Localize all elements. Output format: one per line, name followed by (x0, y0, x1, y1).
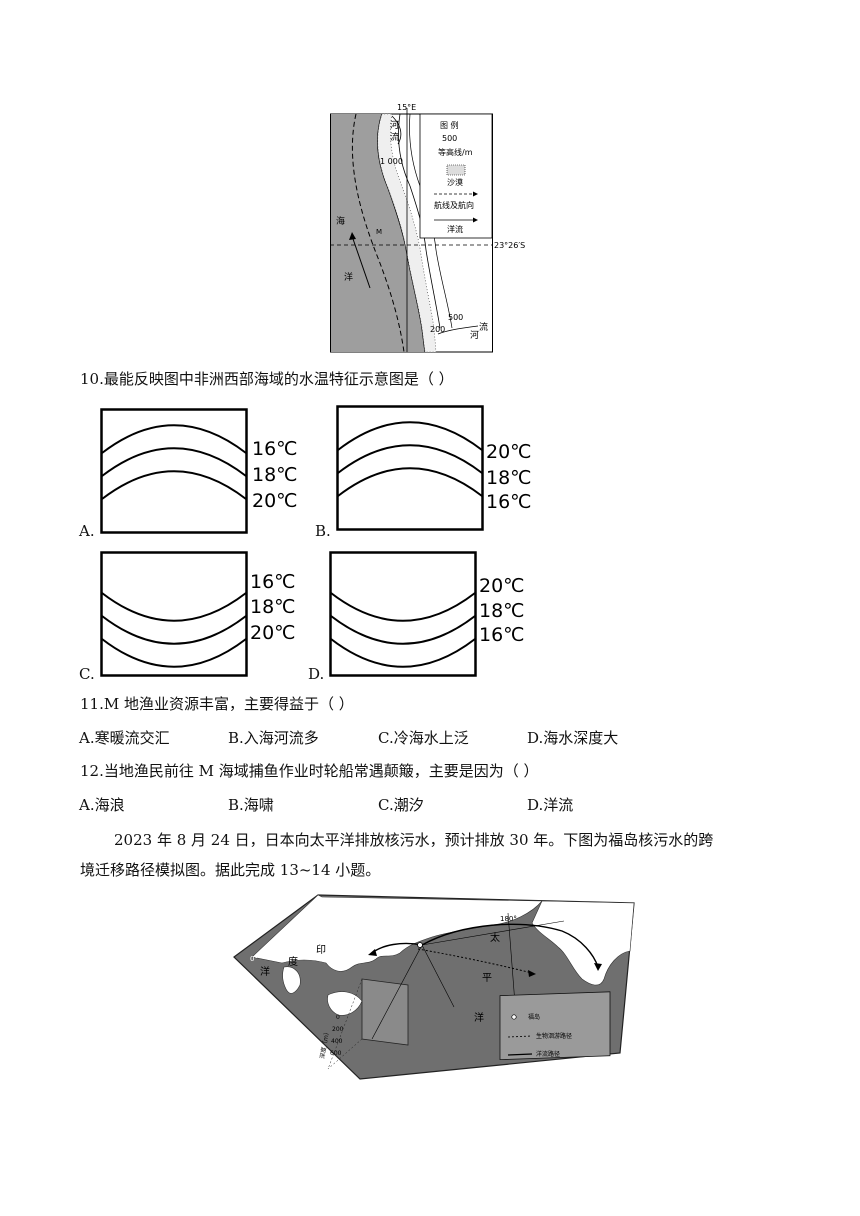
meridian-label: 15°E (397, 103, 416, 112)
legend-fukushima: 福岛 (528, 1013, 540, 1021)
q10-a-label-2: 18℃ (252, 464, 298, 486)
pacific-route-map: 0° 180° 印 度 洋 太 平 洋 深度（m） 0 200 400 600 … (233, 894, 635, 1080)
q11-option-c[interactable]: C.冷海水上泛 (378, 729, 469, 747)
legend-route-label: 航线及航向 (434, 200, 474, 210)
map2-legend (499, 991, 611, 1061)
contour-500: 500 (448, 313, 463, 322)
ocean-label-yang-left: 洋 (260, 965, 270, 978)
q10-a-label-1: 16℃ (252, 438, 298, 460)
q11-option-d[interactable]: D.海水深度大 (527, 729, 619, 747)
q10-d-label-3: 16℃ (479, 624, 525, 646)
legend-desert-label: 沙漠 (447, 177, 463, 187)
ocean-label-1: 海 (336, 215, 345, 227)
q10-option-c-letter[interactable]: C. (79, 665, 95, 683)
q11-option-b[interactable]: B.入海河流多 (228, 729, 319, 747)
legend-bio-route: 生物洄游路径 (536, 1032, 572, 1040)
q12-option-c[interactable]: C.潮汐 (378, 796, 424, 814)
legend-contour-value: 500 (442, 134, 457, 143)
contour-200: 200 (430, 325, 445, 334)
q10-b-label-2: 18℃ (486, 467, 532, 489)
ocean-label-tai: 太 (490, 931, 500, 944)
q10-b-label-1: 20℃ (486, 441, 532, 463)
q10-d-label-1: 20℃ (479, 575, 525, 597)
q10-d-label-2: 18℃ (479, 600, 525, 622)
point-m-label: M (376, 228, 382, 236)
q10-option-a-diagram[interactable]: 16℃ 18℃ 20℃ (100, 408, 310, 534)
question-11-text: 11.M 地渔业资源丰富，主要得益于（ ） (80, 695, 354, 713)
q10-option-c-diagram[interactable]: 16℃ 18℃ 20℃ (100, 551, 310, 677)
q11-option-a[interactable]: A.寒暖流交汇 (79, 729, 170, 747)
q12-option-a[interactable]: A.海浪 (79, 796, 125, 814)
passage-line-2: 境迁移路径模拟图。据此完成 13~14 小题。 (80, 861, 381, 879)
q12-option-b[interactable]: B.海啸 (228, 796, 274, 814)
river-bottom-1: 流 (479, 321, 488, 333)
river-bottom-2: 河 (470, 329, 479, 341)
ocean-label-ping: 平 (482, 973, 492, 984)
depth-tick-200: 200 (332, 1026, 344, 1033)
q10-a-label-3: 20℃ (252, 490, 298, 512)
passage-line-1: 2023 年 8 月 24 日，日本向太平洋排放核污水，预计排放 30 年。下图… (114, 831, 714, 849)
q10-c-label-3: 20℃ (250, 622, 296, 644)
q12-option-d[interactable]: D.洋流 (527, 796, 574, 814)
depth-block (361, 978, 409, 1046)
land-australia (327, 991, 363, 1016)
legend-title: 图 例 (440, 120, 459, 130)
tropic-label: 23°26′S (494, 241, 525, 250)
depth-tick-600: 600 (330, 1050, 342, 1057)
legend-current-label: 洋流 (447, 224, 463, 234)
ocean-label-yin: 印 (316, 944, 326, 956)
q10-c-label-2: 18℃ (250, 596, 296, 618)
ocean-label-yang-right: 洋 (474, 1011, 484, 1024)
ocean-label-du: 度 (288, 955, 298, 968)
contour-1000: 1 000 (380, 157, 403, 166)
deg180-label: 180° (500, 915, 517, 923)
question-10-text: 10.最能反映图中非洲西部海域的水温特征示意图是（ ） (80, 370, 454, 388)
west-africa-map: 15°E 23°26′S 图 例 500 等高线/m 沙漠 航线及航向 洋流 河… (330, 103, 525, 353)
river-top-1: 河 (390, 119, 399, 131)
legend-contour-label: 等高线/m (438, 147, 473, 157)
q10-c-label-1: 16℃ (250, 571, 296, 593)
q10-option-d-diagram[interactable]: 20℃ 18℃ 16℃ (329, 551, 539, 677)
depth-tick-400: 400 (331, 1038, 343, 1045)
fukushima-marker (417, 942, 423, 948)
depth-tick-0: 0 (336, 1014, 340, 1021)
question-12-text: 12.当地渔民前往 M 海域捕鱼作业时轮船常遇颠簸，主要是因为（ ） (80, 762, 539, 780)
river-top-2: 流 (390, 131, 399, 143)
deg0-label: 0° (250, 955, 258, 963)
legend-current-route: 洋流路径 (536, 1050, 560, 1058)
ocean-label-2: 洋 (344, 271, 353, 283)
land-india (282, 966, 301, 994)
q10-b-label-3: 16℃ (486, 491, 532, 513)
q10-option-b-letter[interactable]: B. (315, 522, 331, 540)
q10-option-d-letter[interactable]: D. (308, 665, 325, 683)
q10-option-b-diagram[interactable]: 20℃ 18℃ 16℃ (336, 405, 546, 531)
q10-option-a-letter[interactable]: A. (79, 522, 95, 540)
current-route-north (421, 923, 599, 968)
